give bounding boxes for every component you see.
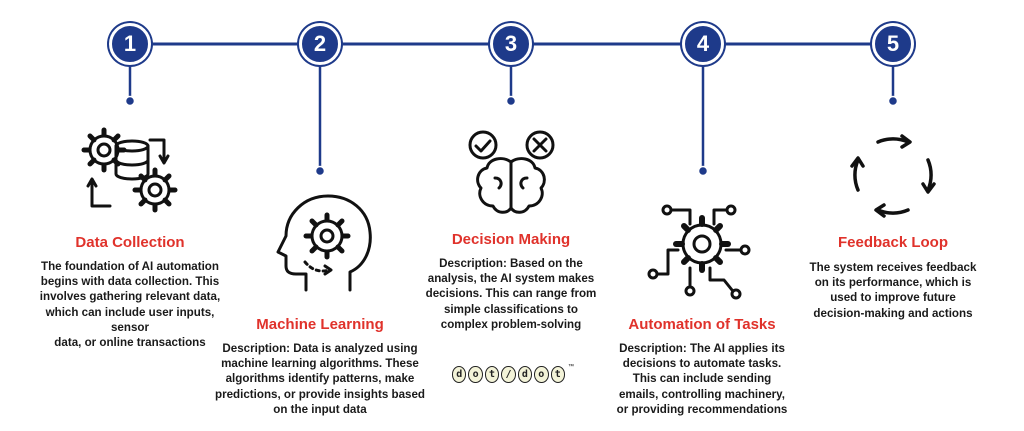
- step-5-line: used to improve future: [830, 291, 956, 305]
- step-number-4: 4: [682, 23, 724, 65]
- step-2-line: machine learning algorithms. These: [221, 357, 419, 371]
- step-2-line: algorithms identify patterns, make: [225, 372, 415, 386]
- step-description-1: The foundation of AI automation begins w…: [25, 259, 235, 350]
- step-5-line: on its performance, which is: [814, 276, 972, 290]
- gear-circuit-icon: [647, 204, 751, 300]
- head-gear-icon: [276, 194, 372, 292]
- step-title-1: Data Collection: [75, 234, 185, 251]
- step-4-line: decisions to automate tasks.: [622, 357, 782, 371]
- logo-letter: d: [517, 365, 533, 383]
- logo-letter: /: [501, 365, 516, 383]
- step-3-line: Description: Based on the: [439, 257, 583, 270]
- step-2-line: on the input data: [273, 402, 367, 416]
- step-3-line: complex problem-solving: [440, 317, 582, 331]
- step-4-line: or providing recommendations: [616, 402, 788, 416]
- step-number-5: 5: [872, 23, 914, 65]
- cycle-arrows-icon: [850, 134, 936, 218]
- step-description-5: The system receives feedback on its perf…: [788, 260, 998, 321]
- step-number-3: 3: [490, 23, 532, 65]
- trademark-mark: ™: [567, 364, 574, 370]
- connector-dot-1: [124, 95, 136, 107]
- brain-check-cross-icon: [468, 130, 555, 214]
- step-3-line: simple classifications to: [443, 302, 579, 316]
- dotndot-logo: d o t / d o t ™: [452, 364, 574, 384]
- connector-dot-2: [314, 165, 326, 177]
- step-1-line: data, or online transactions: [54, 336, 206, 350]
- step-5-line: The system receives feedback: [809, 261, 977, 274]
- step-3-line: decisions. This can range from: [425, 287, 597, 301]
- step-description-2: Description: Data is analyzed using mach…: [210, 341, 430, 417]
- logo-letter: t: [550, 365, 565, 383]
- step-title-3: Decision Making: [451, 231, 571, 248]
- connector-dot-3: [505, 95, 517, 107]
- step-1-line: involves gathering relevant data,: [39, 290, 221, 304]
- step-1-line: which can include user inputs, sensor: [45, 305, 215, 334]
- step-3-line: analysis, the AI system makes: [427, 272, 595, 286]
- connector-dot-5: [887, 95, 899, 107]
- step-2-line: predictions, or provide insights based: [214, 387, 425, 401]
- connector-dot-4: [697, 165, 709, 177]
- step-4-line: This can include sending: [632, 372, 772, 386]
- step-4-line: emails, controlling machinery,: [618, 387, 785, 401]
- logo-letter: t: [484, 365, 500, 383]
- logo-letter: o: [534, 365, 549, 383]
- step-description-3: Description: Based on the analysis, the …: [406, 256, 616, 332]
- step-number-1: 1: [109, 23, 151, 65]
- logo-letter: d: [452, 365, 467, 383]
- logo-letter: o: [468, 365, 483, 383]
- step-1-line: The foundation of AI automation: [41, 260, 219, 273]
- step-description-4: Description: The AI applies its decision…: [597, 341, 807, 417]
- gears-database-icon: [81, 127, 178, 213]
- step-2-line: Description: Data is analyzed using: [222, 342, 418, 355]
- step-title-5: Feedback Loop: [837, 234, 949, 251]
- step-4-line: Description: The AI applies its: [619, 342, 785, 355]
- step-number-2: 2: [299, 23, 341, 65]
- step-1-line: begins with data collection. This: [40, 275, 220, 289]
- step-title-4: Automation of Tasks: [628, 316, 776, 333]
- step-5-line: decision-making and actions: [813, 306, 973, 320]
- step-title-2: Machine Learning: [256, 316, 384, 333]
